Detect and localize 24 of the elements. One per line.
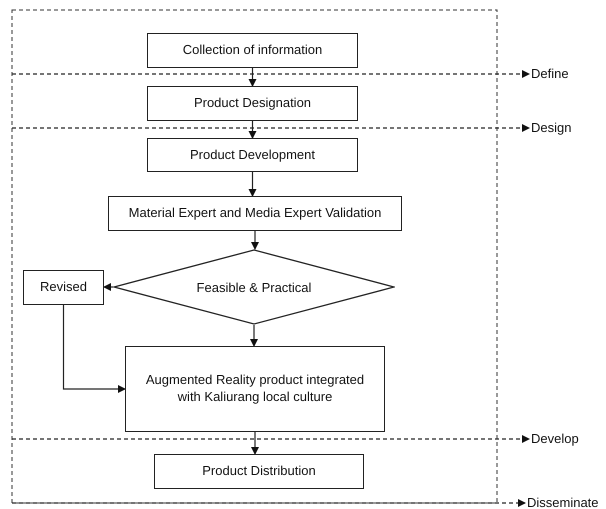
process-box: Material Expert and Media Expert Validation [108, 196, 402, 231]
process-box: Augmented Reality product integrated with Kaliurang local culture [125, 346, 385, 432]
phase-arrow [12, 124, 530, 132]
phase-arrow [12, 70, 530, 78]
process-box: Product Distribution [154, 454, 364, 489]
arrow [251, 231, 259, 250]
process-box: Collection of information [147, 33, 358, 68]
arrow [250, 325, 258, 347]
arrow [251, 432, 259, 455]
phase-arrow [12, 435, 530, 443]
arrow [248, 68, 256, 87]
process-box: Product Development [147, 138, 358, 172]
phase-label: Disseminate [527, 496, 599, 509]
arrow [248, 121, 256, 139]
phase-arrow [12, 499, 526, 507]
phase-label: Design [531, 121, 572, 135]
arrow [103, 283, 113, 291]
phase-label: Develop [531, 432, 579, 446]
process-box: Revised [23, 270, 104, 305]
process-box: Product Designation [147, 86, 358, 121]
arrow [248, 172, 256, 197]
arrow [62, 305, 126, 393]
decision-label: Feasible & Practical [196, 280, 312, 294]
phase-label: Define [531, 67, 569, 81]
